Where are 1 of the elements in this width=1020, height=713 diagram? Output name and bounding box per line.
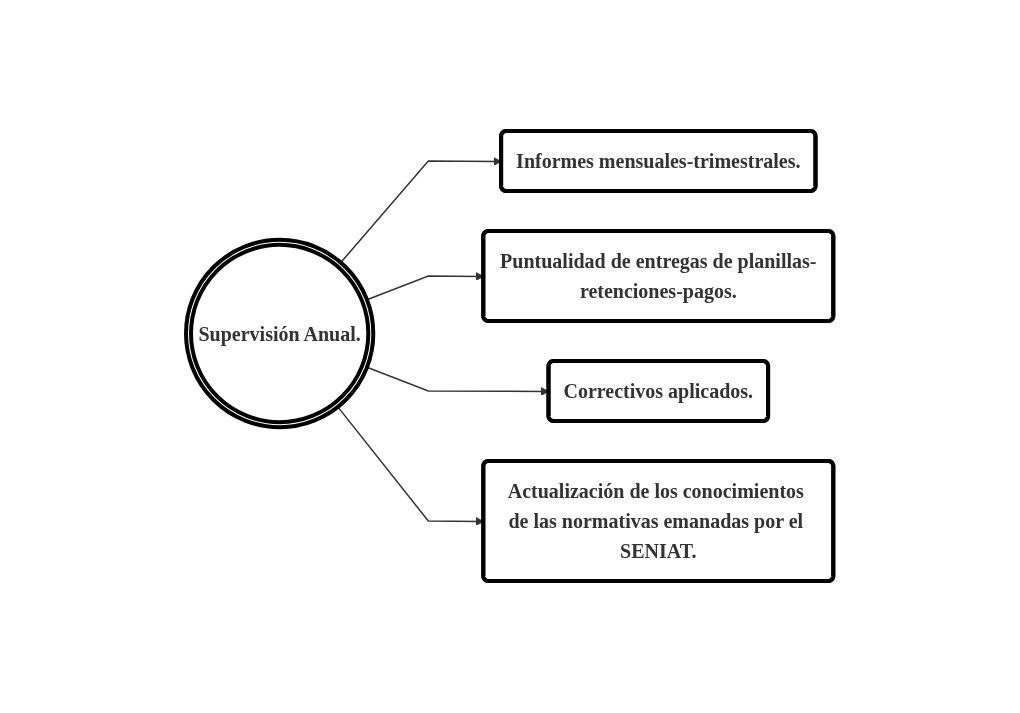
node-circle: Supervisión Anual. [184, 237, 376, 430]
